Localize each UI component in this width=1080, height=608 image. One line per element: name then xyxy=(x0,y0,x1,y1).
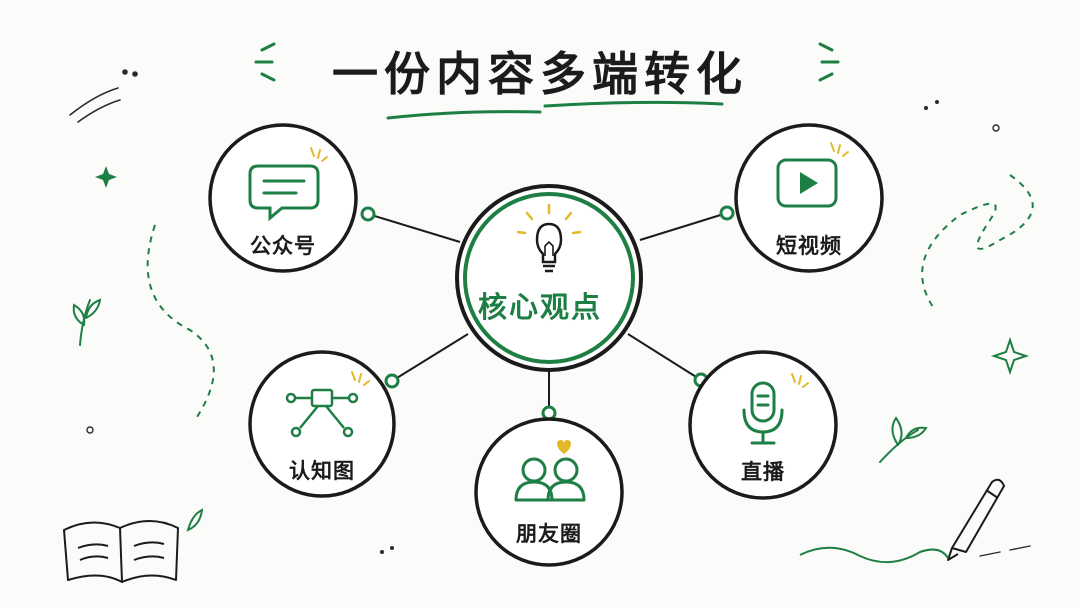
decor-dots-right xyxy=(924,100,939,110)
channel-node-wechat xyxy=(208,123,358,273)
sparkle-icon-left xyxy=(95,166,117,188)
channel-label-mind-map: 认知图 xyxy=(289,459,355,483)
channel-label-livestream: 直播 xyxy=(741,460,785,484)
leaf-icon-book xyxy=(186,508,204,532)
leaf-sprig-icon-right xyxy=(879,416,928,463)
lightbulb-icon xyxy=(516,203,582,273)
title-accent-right xyxy=(818,42,840,82)
chat-bubble-icon xyxy=(248,147,328,222)
dashed-curve-right xyxy=(921,174,1034,311)
title-underline-left xyxy=(386,110,542,120)
channel-label-short-video: 短视频 xyxy=(776,234,842,258)
pen-icon xyxy=(947,478,1005,561)
friends-icon xyxy=(514,440,586,502)
decor-dash-right xyxy=(979,545,1031,557)
connector-lines xyxy=(367,212,728,413)
title-accent-left xyxy=(254,42,276,82)
center-label: 核心观点 xyxy=(477,290,602,324)
play-video-icon xyxy=(776,142,849,208)
microphone-icon xyxy=(742,373,809,445)
mind-map-icon xyxy=(285,371,370,438)
open-book-icon xyxy=(63,520,179,583)
channel-node-mind-map xyxy=(248,350,396,498)
leaf-sprig-icon-left xyxy=(72,298,102,346)
channel-node-livestream xyxy=(688,350,838,500)
decor-left-top xyxy=(69,69,138,123)
connector-nodes xyxy=(360,205,735,421)
pen-ink-curve xyxy=(799,546,949,564)
decor-dots-bottom xyxy=(380,546,394,554)
decor-dot xyxy=(86,426,94,434)
decor-dot-right xyxy=(992,124,1000,132)
center-node xyxy=(455,184,643,372)
dashed-curve-left xyxy=(146,224,215,421)
sparkle-icon-right xyxy=(990,336,1030,376)
title-underline-right xyxy=(543,100,724,108)
channel-label-moments: 朋友圈 xyxy=(516,522,582,546)
channel-label-wechat: 公众号 xyxy=(250,234,316,258)
page-title: 一份内容多端转化 xyxy=(332,47,748,101)
channel-node-short-video xyxy=(734,123,884,273)
